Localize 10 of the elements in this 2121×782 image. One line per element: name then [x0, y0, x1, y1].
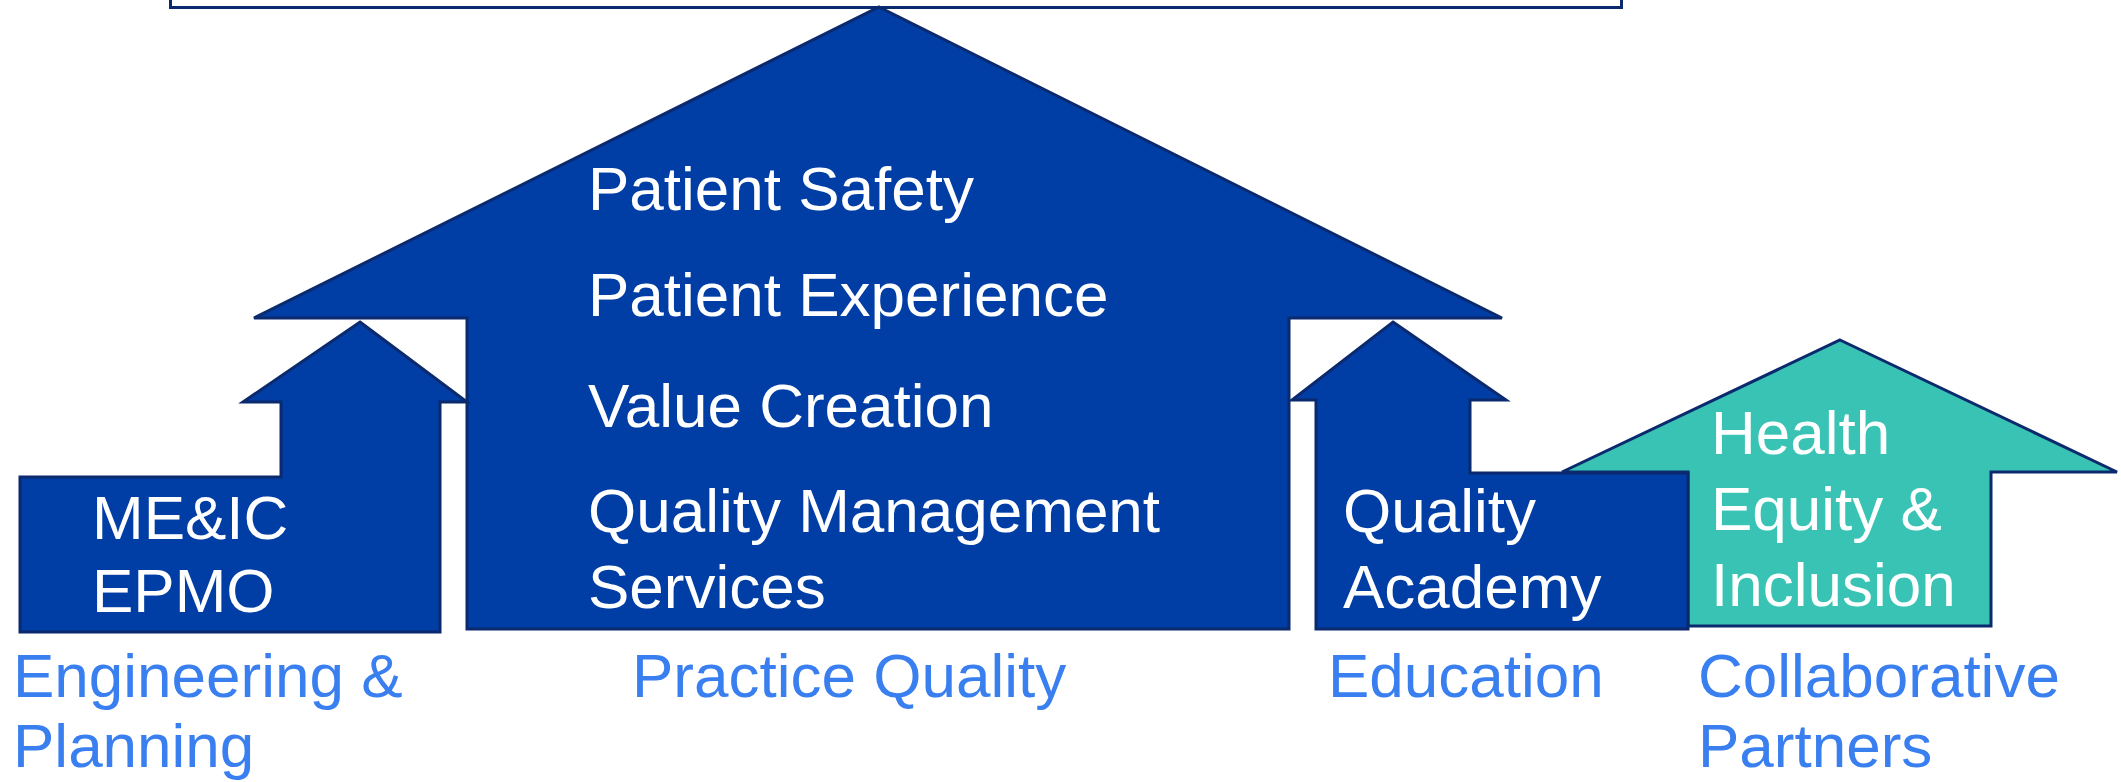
category-label: Practice Quality	[632, 641, 1067, 711]
arrow-text: Value Creation	[588, 370, 994, 442]
arrow-text: Patient Experience	[588, 259, 1109, 331]
arrow-text: Health Equity & Inclusion	[1711, 397, 1957, 621]
arrow-text: Patient Safety	[588, 153, 975, 225]
arrow-text: Quality Management Services	[588, 475, 1162, 623]
category-label: Education	[1328, 641, 1604, 711]
category-label: Engineering & Planning	[13, 641, 404, 781]
empty-box	[169, 0, 1623, 9]
category-label: Collaborative Partners	[1698, 641, 2061, 781]
